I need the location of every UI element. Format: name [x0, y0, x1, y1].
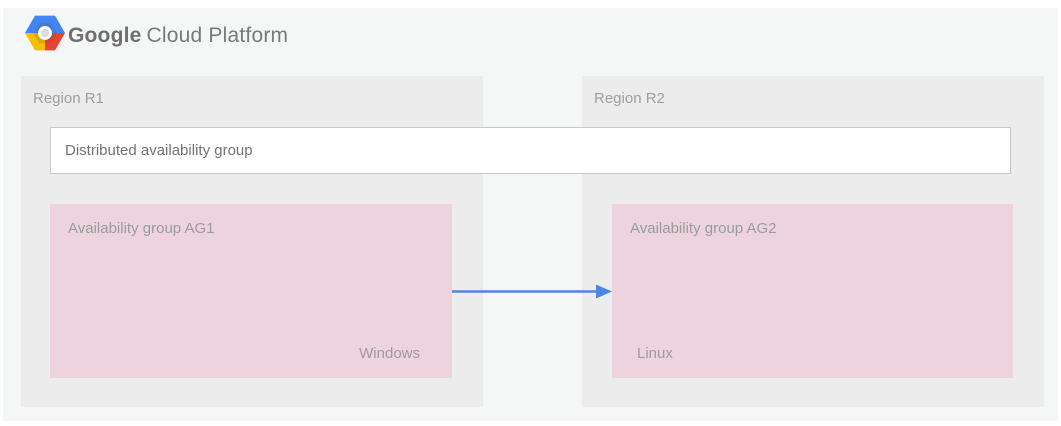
region-r1-label: Region R1 [33, 90, 104, 107]
distributed-availability-group-label: Distributed availability group [65, 142, 253, 159]
os-label-windows: Windows [359, 345, 420, 362]
gcp-hexagon-icon [25, 15, 65, 51]
availability-group-ag1-box: Availability group AG1 Windows [50, 204, 452, 378]
availability-group-ag2-box: Availability group AG2 Linux [612, 204, 1013, 378]
distributed-availability-group-box: Distributed availability group [50, 127, 1011, 174]
availability-group-ag1-label: Availability group AG1 [68, 220, 215, 237]
logo-product-text: Cloud Platform [146, 24, 289, 47]
logo-brand-text: Google [68, 24, 142, 47]
availability-group-ag2-label: Availability group AG2 [630, 220, 777, 237]
region-r2-label: Region R2 [594, 90, 665, 107]
ag1-to-ag2-arrow-icon [452, 284, 612, 299]
os-label-linux: Linux [637, 345, 673, 362]
